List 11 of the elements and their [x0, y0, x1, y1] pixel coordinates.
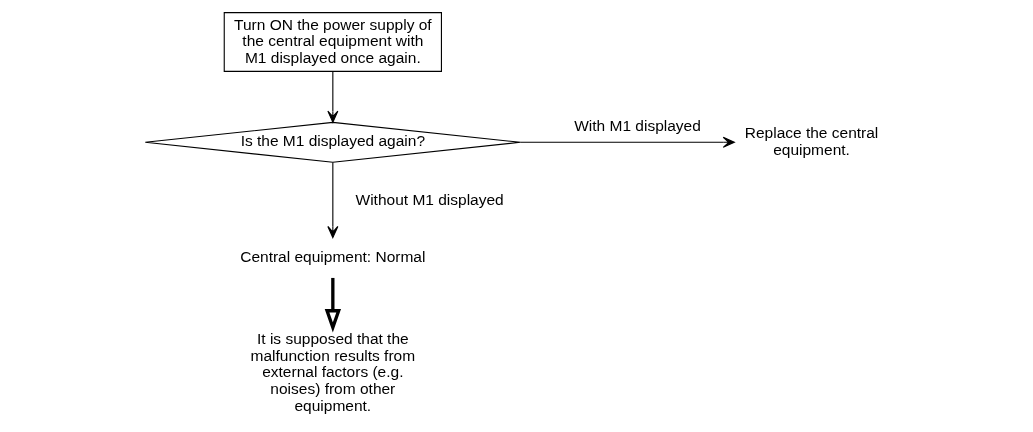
arrow: [326, 162, 338, 239]
edge-label: With M1 displayed: [573, 116, 701, 134]
node-text: Central equipment: Normal: [239, 247, 425, 265]
node-text: It is supposed that the malfunction results from external factors (e.g. noises) from other equipment.: [250, 330, 415, 414]
node-text: Replace the central equipment.: [744, 124, 878, 158]
edge-label: Without M1 displayed: [355, 191, 504, 209]
arrow: [324, 277, 341, 333]
arrow: [519, 136, 735, 148]
arrow: [326, 70, 338, 123]
node-box: Turn ON the power supply of the central equipment with M1 displayed once again.: [223, 12, 442, 72]
node-diamond: Is the M1 displayed again?: [144, 121, 521, 163]
